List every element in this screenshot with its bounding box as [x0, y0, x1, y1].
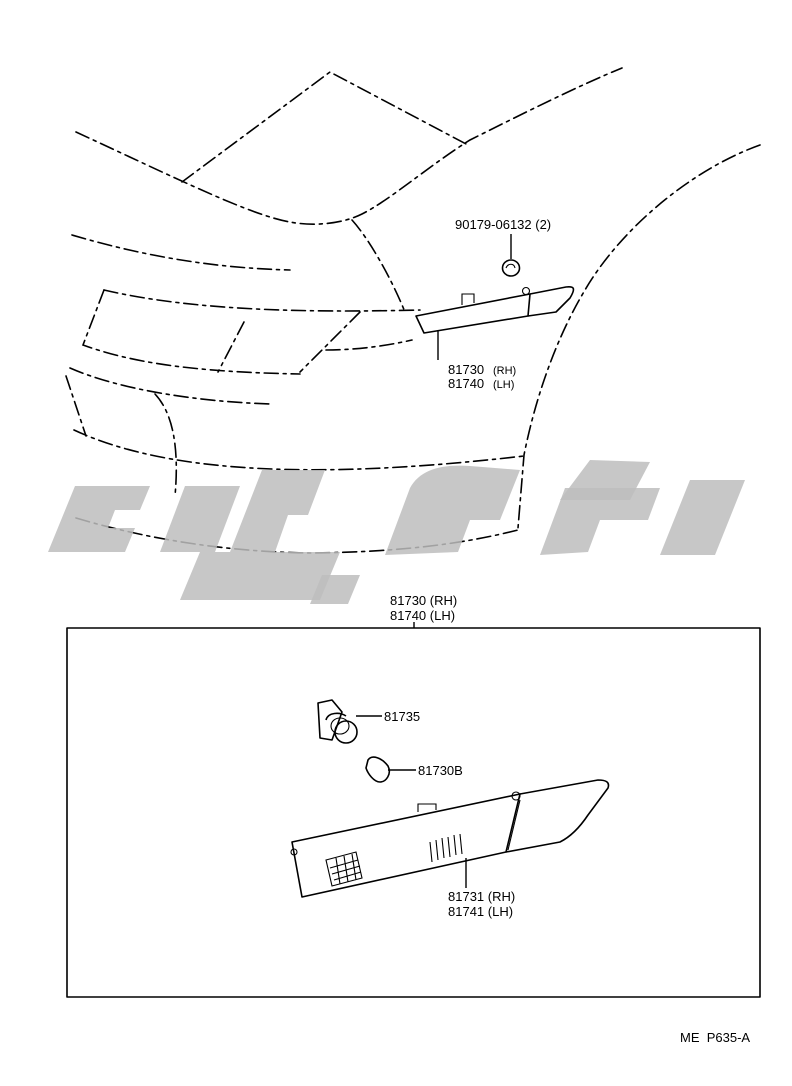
detail-box — [66, 627, 761, 998]
car-body-outline — [65, 67, 761, 554]
assembly-rh-label: 81730 (RH) — [390, 593, 457, 608]
lamp-part-rh-side-label: (RH) — [493, 365, 516, 377]
lens-lh-label: 81741 (LH) — [448, 904, 513, 919]
lens-part — [290, 779, 610, 898]
side-marker-lamp-installed — [415, 285, 575, 360]
watermark — [48, 460, 745, 604]
lens-rh-label: 81731 (RH) — [448, 889, 515, 904]
lamp-part-lh-side-label: (LH) — [493, 379, 514, 391]
lamp-part-lh-label: 81740 — [448, 376, 484, 391]
assembly-lh-label: 81740 (LH) — [390, 608, 455, 623]
lamp-part-rh-label: 81730 — [448, 362, 484, 377]
reference-code: ME P635-A — [680, 1030, 750, 1045]
bulb-label: 81730B — [418, 763, 463, 778]
clip-part-label: 90179-06132 (2) — [455, 217, 551, 232]
clip-part — [501, 234, 521, 277]
bulb-part — [365, 756, 416, 783]
socket-part — [317, 699, 382, 744]
socket-label: 81735 — [384, 709, 420, 724]
